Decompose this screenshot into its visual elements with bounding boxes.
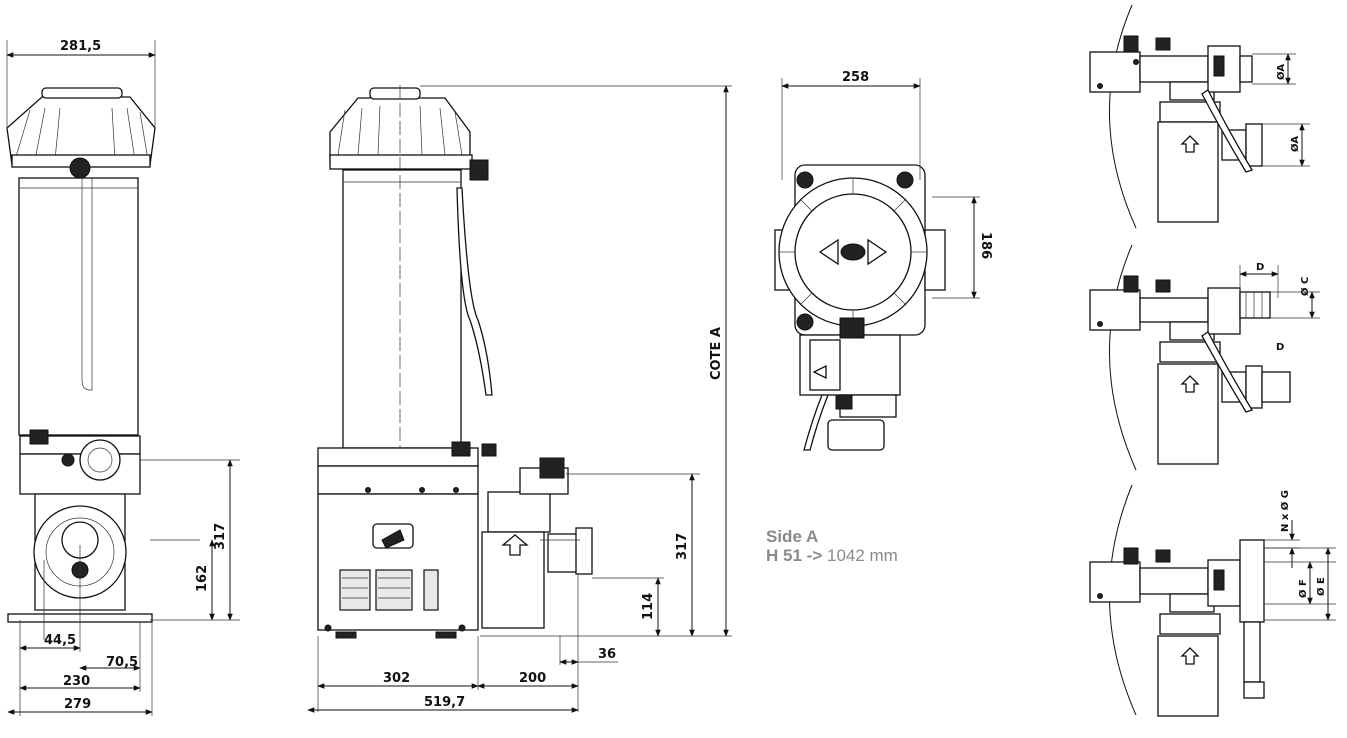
- side-a-value-line: H 51 -> 1042 mm: [766, 546, 898, 565]
- top-dimensions: 258 186: [781, 70, 993, 299]
- height-value: 1042 mm: [826, 546, 898, 565]
- dim-317-side: 317: [675, 533, 690, 560]
- dim-d-lower: D: [1276, 342, 1284, 353]
- dim-230: 230: [63, 674, 90, 689]
- model-label: H 51: [766, 546, 802, 565]
- dim-258: 258: [842, 70, 869, 85]
- side-a-title: Side A: [766, 527, 898, 546]
- front-dimensions: 281,5 317 162 44,5 70,5 230 279: [6, 39, 240, 716]
- dim-n-x-g: N x Ø G: [1279, 490, 1291, 532]
- dim-519-7: 519,7: [424, 695, 465, 710]
- detail-b: D Ø C D: [1089, 244, 1320, 471]
- dim-317-front: 317: [213, 523, 228, 550]
- top-view: [774, 164, 946, 451]
- dim-phi-f: Ø F: [1297, 579, 1309, 598]
- dim-114: 114: [641, 593, 656, 620]
- side-a-legend: Side A H 51 -> 1042 mm: [766, 527, 898, 565]
- dim-162: 162: [195, 565, 210, 592]
- dim-302: 302: [383, 671, 410, 686]
- detail-c: N x Ø G Ø F Ø E: [1089, 484, 1336, 717]
- dim-70-5: 70,5: [106, 655, 138, 670]
- dim-279: 279: [64, 697, 91, 712]
- arrow-label: ->: [806, 546, 823, 565]
- side-view: [317, 85, 593, 639]
- detail-a: ØA ØA: [1089, 4, 1310, 229]
- dim-d-top: D: [1256, 262, 1264, 273]
- dim-phi-a-bottom: ØA: [1289, 136, 1301, 152]
- dim-phi-e: Ø E: [1315, 577, 1327, 596]
- dim-186: 186: [978, 232, 993, 259]
- dim-phi-c: Ø C: [1299, 277, 1311, 296]
- dim-36: 36: [598, 647, 616, 662]
- side-dimensions: COTE A 317 114 302 200 519,7 36: [307, 85, 732, 713]
- dim-200: 200: [519, 671, 546, 686]
- dim-281-5: 281,5: [60, 39, 101, 54]
- front-view: [6, 87, 200, 652]
- dim-44-5: 44,5: [44, 633, 76, 648]
- dim-phi-a-top: ØA: [1275, 64, 1287, 80]
- side-a-label: Side A: [766, 527, 819, 546]
- dim-cote-a: COTE A: [709, 327, 724, 380]
